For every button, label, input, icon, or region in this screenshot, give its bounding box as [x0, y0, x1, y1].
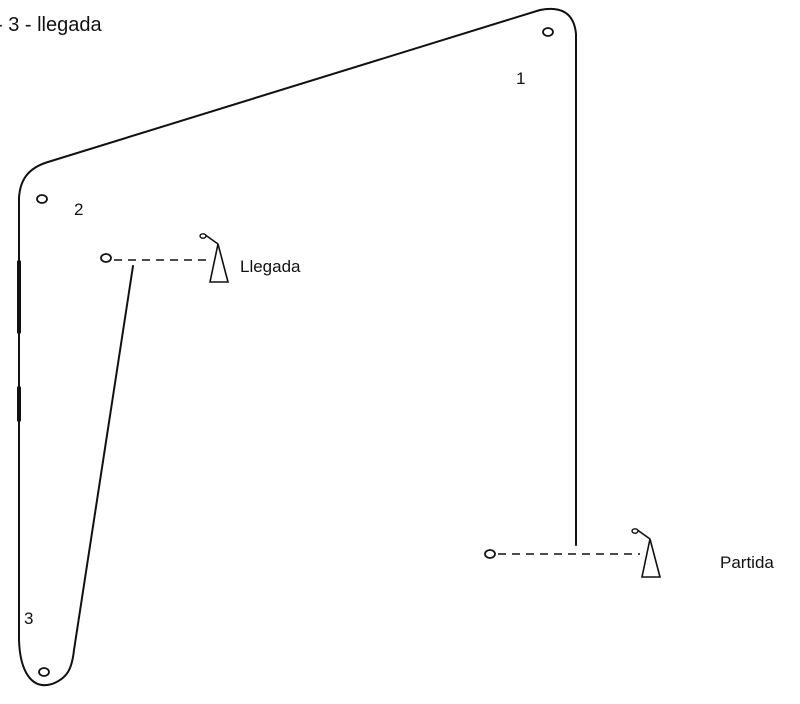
point-label-2: 2 [74, 200, 83, 219]
survey-stake-icon [542, 27, 554, 37]
point-label-1: 1 [516, 69, 525, 88]
survey-stake-icon [38, 667, 50, 677]
traverse-leg-2-3 [18, 197, 134, 687]
survey-stake-icon [100, 253, 112, 263]
survey-stake-icon [36, 194, 48, 204]
traverse-leg-top [18, 9, 541, 199]
tripod-instrument-icon [631, 528, 662, 578]
diagram-title: - 3 - llegada [0, 14, 102, 36]
point-label-3: 3 [24, 609, 33, 628]
traverse-leg-1-2 [539, 7, 577, 546]
station-label-arrival: Llegada [240, 257, 301, 276]
station-label-departure: Partida [720, 553, 774, 572]
tripod-instrument-icon [199, 233, 230, 283]
survey-stake-icon [484, 549, 496, 559]
